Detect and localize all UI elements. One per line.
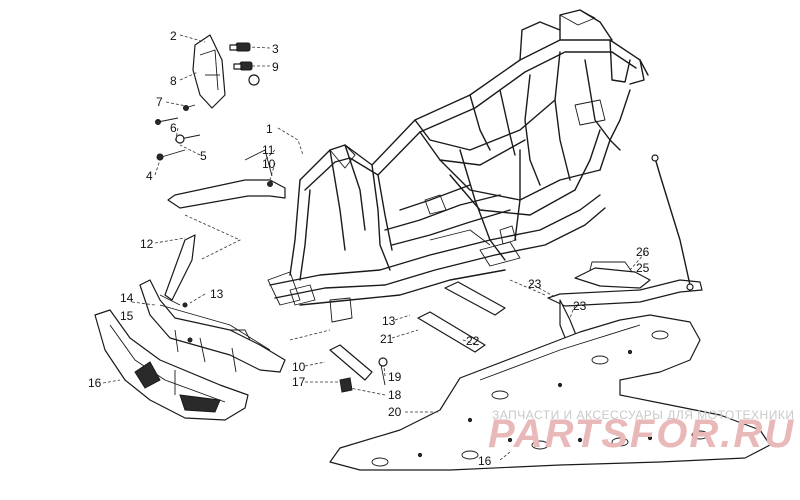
callout-10-upper: 10 xyxy=(262,157,276,171)
callout-18: 18 xyxy=(388,388,402,402)
callout-22: 22 xyxy=(466,334,480,348)
lower-link xyxy=(329,344,388,393)
skid-plate xyxy=(329,314,771,471)
callout-17: 17 xyxy=(292,375,306,389)
front-support-bar xyxy=(159,234,196,306)
watermark-brand: PARTSFOR.RU xyxy=(488,412,795,456)
callout-7: 7 xyxy=(156,95,163,109)
front-upper-bracket xyxy=(167,149,286,209)
main-frame xyxy=(267,9,649,323)
callout-23-top: 23 xyxy=(528,277,542,291)
screw-set-left xyxy=(155,104,201,161)
callout-5: 5 xyxy=(200,149,207,163)
callout-14: 14 xyxy=(120,291,134,305)
headlight-bracket xyxy=(192,34,226,109)
watermark: ЗАПЧАСТИ И АКСЕССУАРЫ ДЛЯ МОТОТЕХНИКИ PA… xyxy=(488,408,795,456)
callout-13-left: 13 xyxy=(210,287,224,301)
callout-21: 21 xyxy=(380,332,394,346)
footrest-bracket xyxy=(574,261,651,289)
frame-plate xyxy=(417,281,506,353)
watermark-subtitle: ЗАПЧАСТИ И АКСЕССУАРЫ ДЛЯ МОТОТЕХНИКИ xyxy=(492,408,794,422)
front-lower-guard xyxy=(94,309,249,421)
callout-4: 4 xyxy=(146,169,153,183)
callout-labels: 2 8 7 6 5 4 3 9 1 11 10 12 13 14 15 16 1… xyxy=(88,29,650,468)
callout-3: 3 xyxy=(272,42,279,56)
callout-1: 1 xyxy=(266,122,273,136)
callout-2: 2 xyxy=(170,29,177,43)
leader-lines xyxy=(102,34,646,461)
callout-19: 19 xyxy=(388,370,402,384)
callout-20: 20 xyxy=(388,405,402,419)
callout-8: 8 xyxy=(170,74,177,88)
callout-15: 15 xyxy=(120,309,134,323)
callout-26: 26 xyxy=(636,245,650,259)
callout-16-left: 16 xyxy=(88,376,102,390)
callout-6: 6 xyxy=(170,121,177,135)
callout-11: 11 xyxy=(262,143,275,157)
callout-23-bottom: 23 xyxy=(573,299,587,313)
long-stay-rod xyxy=(651,154,694,291)
bolt-set-top xyxy=(229,42,260,86)
callout-25: 25 xyxy=(636,261,650,275)
callout-12: 12 xyxy=(140,237,154,251)
callout-10-lower: 10 xyxy=(292,360,306,374)
callout-16-bottom: 16 xyxy=(478,454,492,468)
front-bumper xyxy=(139,279,286,373)
callout-13-center: 13 xyxy=(382,314,396,328)
callout-9: 9 xyxy=(272,60,279,74)
